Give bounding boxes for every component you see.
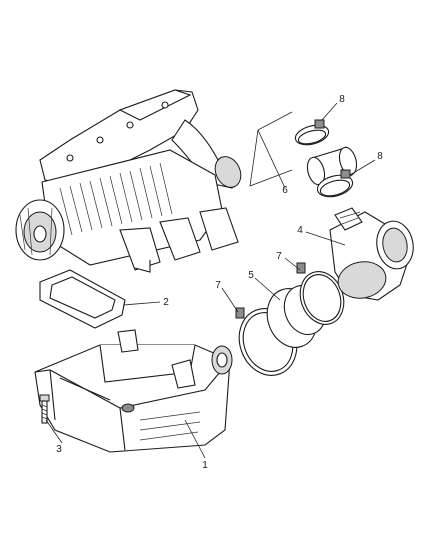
callout-7b: 7 [276,251,282,262]
callout-1: 1 [202,460,208,471]
callout-3: 3 [56,444,62,455]
callout-2: 2 [163,297,169,308]
hose-clamp-lower [316,169,354,198]
callout-6: 6 [282,185,288,196]
callout-8a: 8 [339,94,345,105]
charge-air-cooler [34,329,233,453]
bolt [39,394,50,424]
hose-clamp-upper [294,119,330,146]
callout-7a: 7 [215,280,221,291]
callout-4: 4 [297,225,303,236]
callout-8b: 8 [377,151,383,162]
callouts: 1 2 3 4 5 6 7 7 8 8 [56,94,383,471]
throttle-body-adapter [329,207,414,301]
gasket [39,269,126,329]
leader-lines [45,102,376,459]
hose-clamp-right [296,262,345,325]
callout-5: 5 [248,270,254,281]
supercharger-assembly [15,89,242,273]
